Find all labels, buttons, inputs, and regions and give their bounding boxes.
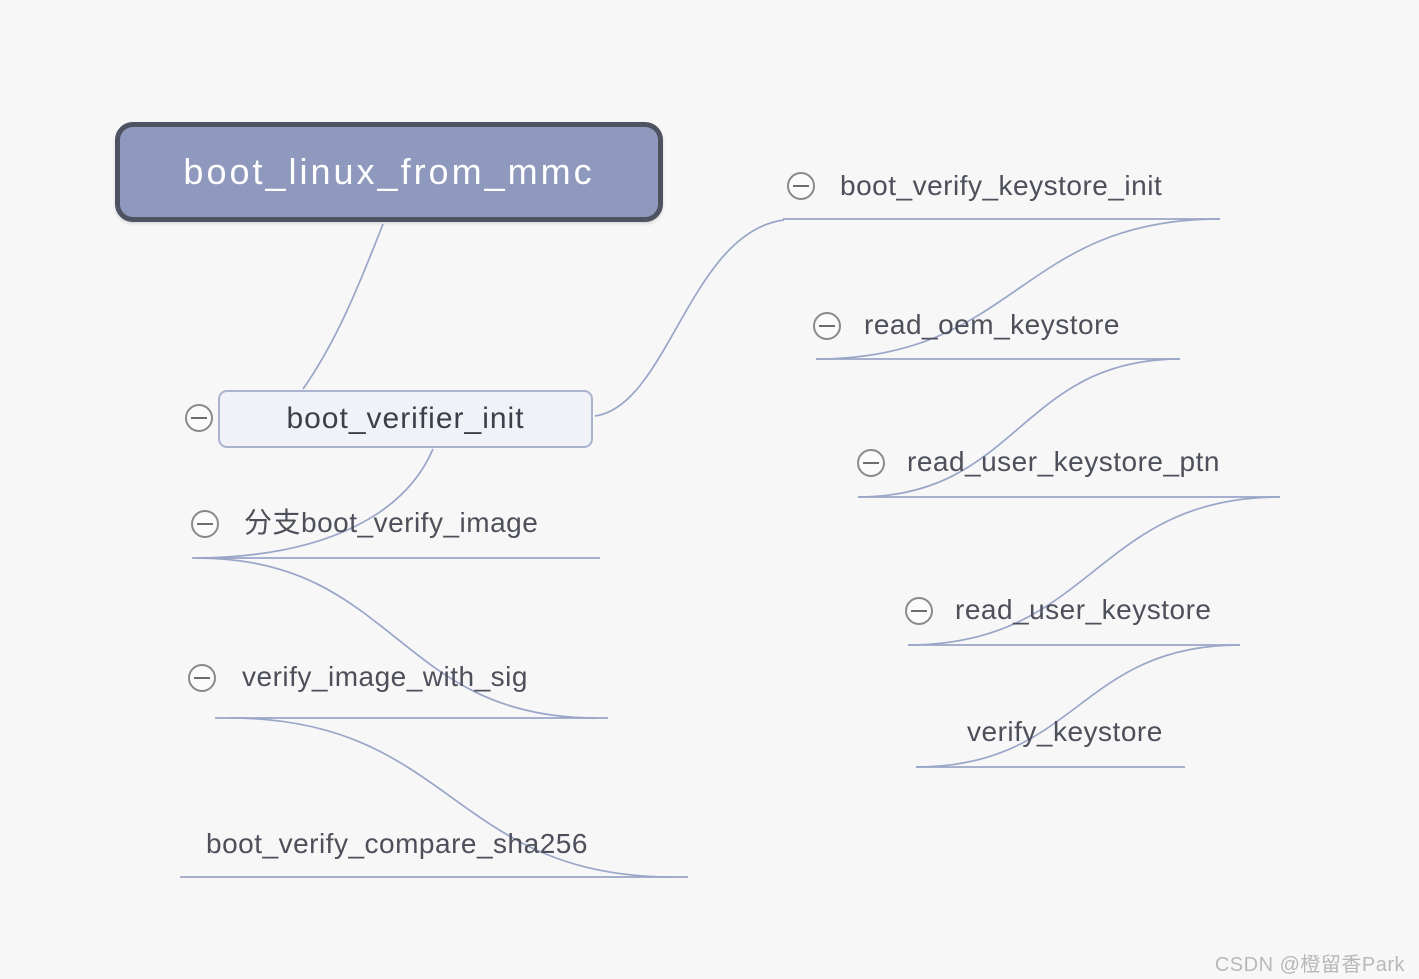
topic-boot-linux-from-mmc[interactable]: boot_linux_from_mmc: [115, 122, 663, 222]
topic-label: boot_verifier_init: [286, 402, 525, 435]
topic-boot-verifier-init[interactable]: boot_verifier_init: [218, 390, 593, 448]
topic-read-user-keystore-ptn[interactable]: read_user_keystore_ptn: [907, 446, 1220, 477]
topic-verify-keystore[interactable]: verify_keystore: [967, 716, 1163, 747]
topic-label: boot_linux_from_mmc: [183, 151, 595, 192]
topic-boot-verify-compare-sha256[interactable]: boot_verify_compare_sha256: [206, 828, 588, 859]
topic-fenzhi-boot-verify-image[interactable]: 分支boot_verify_image: [244, 507, 539, 538]
collapse-icon[interactable]: [185, 404, 213, 432]
minus-glyph: [819, 325, 835, 327]
wire-center-to-left0: [199, 448, 434, 559]
wire-left0-to-left1: [196, 557, 597, 719]
topic-read-oem-keystore[interactable]: read_oem_keystore: [864, 309, 1120, 340]
wire-right3-to-right4: [915, 644, 1241, 768]
wire-center-to-right0: [594, 219, 785, 417]
collapse-icon[interactable]: [857, 449, 885, 477]
wire-root-to-center: [302, 223, 384, 390]
minus-glyph: [911, 610, 927, 612]
collapse-icon[interactable]: [787, 172, 815, 200]
collapse-icon[interactable]: [191, 510, 219, 538]
collapse-icon[interactable]: [188, 664, 216, 692]
topic-read-user-keystore[interactable]: read_user_keystore: [955, 594, 1212, 625]
collapse-icon[interactable]: [905, 597, 933, 625]
minus-glyph: [191, 417, 207, 419]
collapse-icon[interactable]: [813, 312, 841, 340]
topic-verify-image-with-sig[interactable]: verify_image_with_sig: [242, 661, 528, 692]
topic-boot-verify-keystore-init[interactable]: boot_verify_keystore_init: [840, 170, 1163, 201]
watermark-text: CSDN @橙留香Park: [1214, 954, 1405, 976]
minus-glyph: [197, 523, 213, 525]
minus-glyph: [194, 677, 210, 679]
minus-glyph: [793, 185, 809, 187]
minus-glyph: [863, 462, 879, 464]
